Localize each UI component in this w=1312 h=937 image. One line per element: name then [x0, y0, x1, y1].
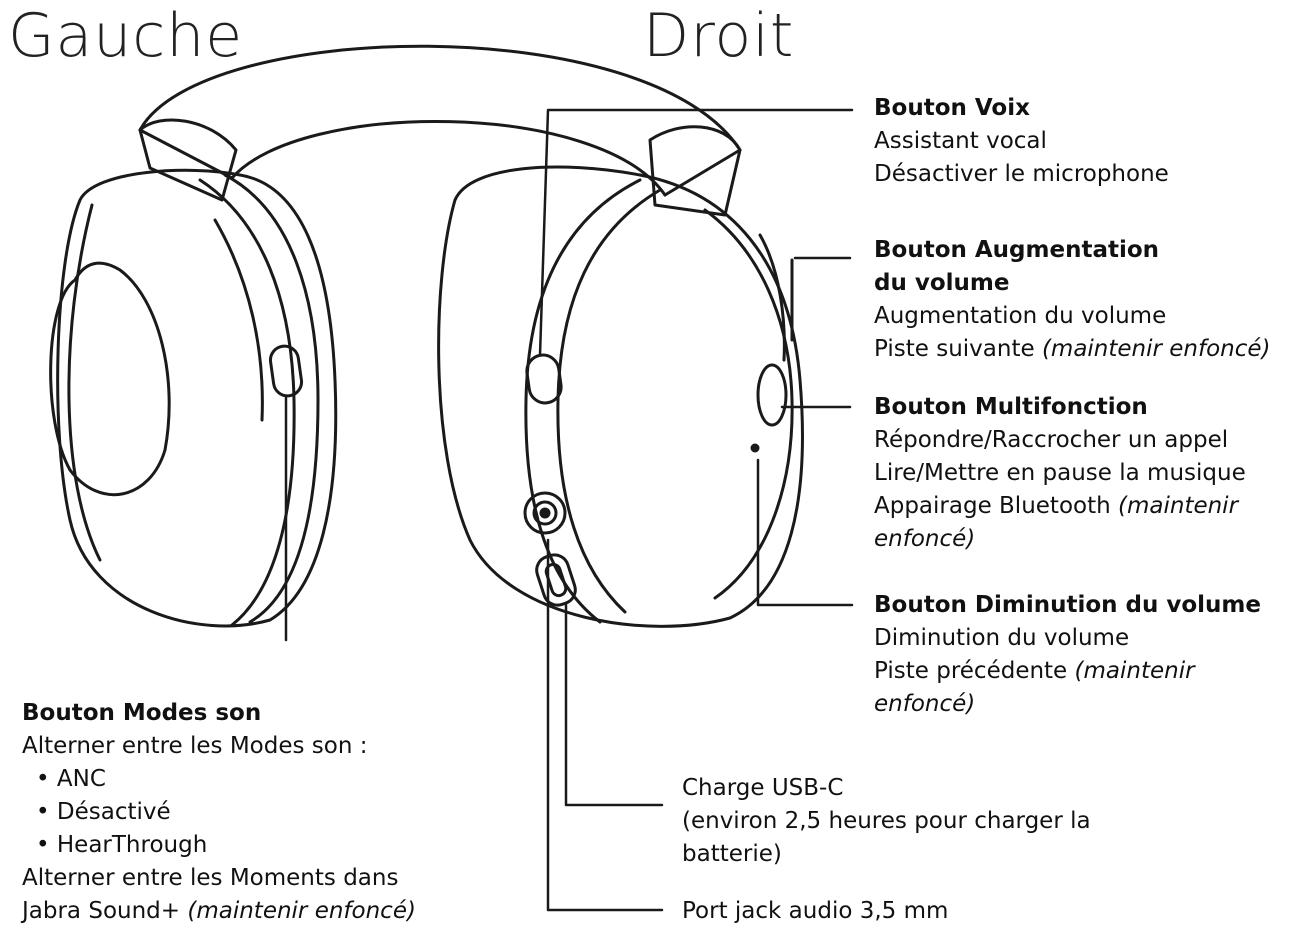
usb-c-port-shape [535, 553, 577, 607]
callout-sound-modes-bullet-anc: ANC [22, 763, 416, 796]
callout-volume-up-button: Bouton Augmentation du volume Augmentati… [874, 234, 1271, 366]
callout-volume-down-line-2: Piste précédente (maintenir [874, 658, 1195, 684]
callout-sound-modes-line-1: Alterner entre les Modes son : [22, 733, 368, 759]
indicator-dot [750, 443, 760, 453]
callout-multifunction-note-1: (maintenir [1118, 493, 1239, 519]
leader-lines [284, 108, 854, 912]
callout-sound-modes-note: (maintenir enfoncé) [187, 898, 416, 924]
leader-jack [546, 538, 664, 912]
right-hinge [648, 125, 742, 217]
callout-voice-button: Bouton Voix Assistant vocal Désactiver l… [874, 92, 1169, 191]
headband-outer [138, 44, 742, 152]
callout-volume-down-line-1: Diminution du volume [874, 625, 1130, 651]
callout-volume-down-title: Bouton Diminution du volume [874, 592, 1261, 618]
headband-join-right [663, 148, 742, 197]
leader-usb [564, 603, 664, 807]
audio-jack-shape [523, 491, 567, 535]
callout-voice-line-2: Désactiver le microphone [874, 161, 1169, 187]
callout-sound-modes-line-3: Jabra Sound+ (maintenir enfoncé) [22, 898, 416, 924]
callout-volume-down-note-1: (maintenir [1074, 658, 1195, 684]
left-hinge [138, 118, 238, 202]
leader-voice [538, 108, 854, 357]
callout-multifunction-line-2: Lire/Mettre en pause la musique [874, 460, 1246, 486]
callout-jack-line-1: Port jack audio 3,5 mm [682, 898, 949, 924]
callout-sound-modes-bullet-off: Désactivé [22, 796, 416, 829]
callout-volume-up-line-1: Augmentation du volume [874, 303, 1167, 329]
callout-usb-line-1: Charge USB-C [682, 775, 844, 801]
left-earcup [49, 168, 338, 628]
callout-multifunction-note-2: enfoncé) [874, 526, 976, 552]
callout-multifunction-title: Bouton Multifonction [874, 394, 1148, 420]
leader-volume-down [756, 458, 854, 607]
callout-multifunction-line-3: Appairage Bluetooth (maintenir [874, 493, 1239, 519]
multifunction-button-shape [756, 363, 788, 427]
callout-volume-up-line-2: Piste suivante (maintenir enfoncé) [874, 336, 1271, 362]
callout-voice-line-1: Assistant vocal [874, 128, 1047, 154]
right-earcup [437, 165, 804, 628]
callout-multifunction-button: Bouton Multifonction Répondre/Raccrocher… [874, 391, 1246, 556]
callout-volume-up-note: (maintenir enfoncé) [1041, 336, 1271, 362]
callout-sound-modes-title: Bouton Modes son [22, 700, 262, 726]
callout-audio-jack: Port jack audio 3,5 mm [682, 895, 948, 928]
heading-left: Gauche [8, 1, 244, 71]
headband-join-left [138, 128, 234, 180]
callout-usb-c: Charge USB-C (environ 2,5 heures pour ch… [682, 772, 1091, 871]
callout-voice-title: Bouton Voix [874, 95, 1030, 121]
heading-right: Droit [643, 1, 795, 71]
headband-inner [230, 119, 667, 197]
callout-volume-down-button: Bouton Diminution du volume Diminution d… [874, 589, 1261, 721]
callout-volume-down-line-3: enfoncé) [874, 688, 1261, 721]
callout-volume-up-title-1: Bouton Augmentation [874, 237, 1160, 263]
callout-volume-up-title-2: du volume [874, 270, 1010, 296]
callout-sound-modes-button: Bouton Modes son Alterner entre les Mode… [22, 697, 416, 928]
callout-usb-line-2: (environ 2,5 heures pour charger la [682, 808, 1091, 834]
callout-volume-down-note-2: enfoncé) [874, 691, 976, 717]
callout-usb-line-3: batterie) [682, 841, 782, 867]
callout-sound-modes-line-2: Alterner entre les Moments dans [22, 865, 399, 891]
callout-sound-modes-bullet-hearthrough: HearThrough [22, 829, 416, 862]
sound-modes-button-shape [268, 344, 304, 398]
callout-multifunction-line-1: Répondre/Raccrocher un appel [874, 427, 1229, 453]
callout-multifunction-line-4: enfoncé) [874, 523, 1246, 556]
